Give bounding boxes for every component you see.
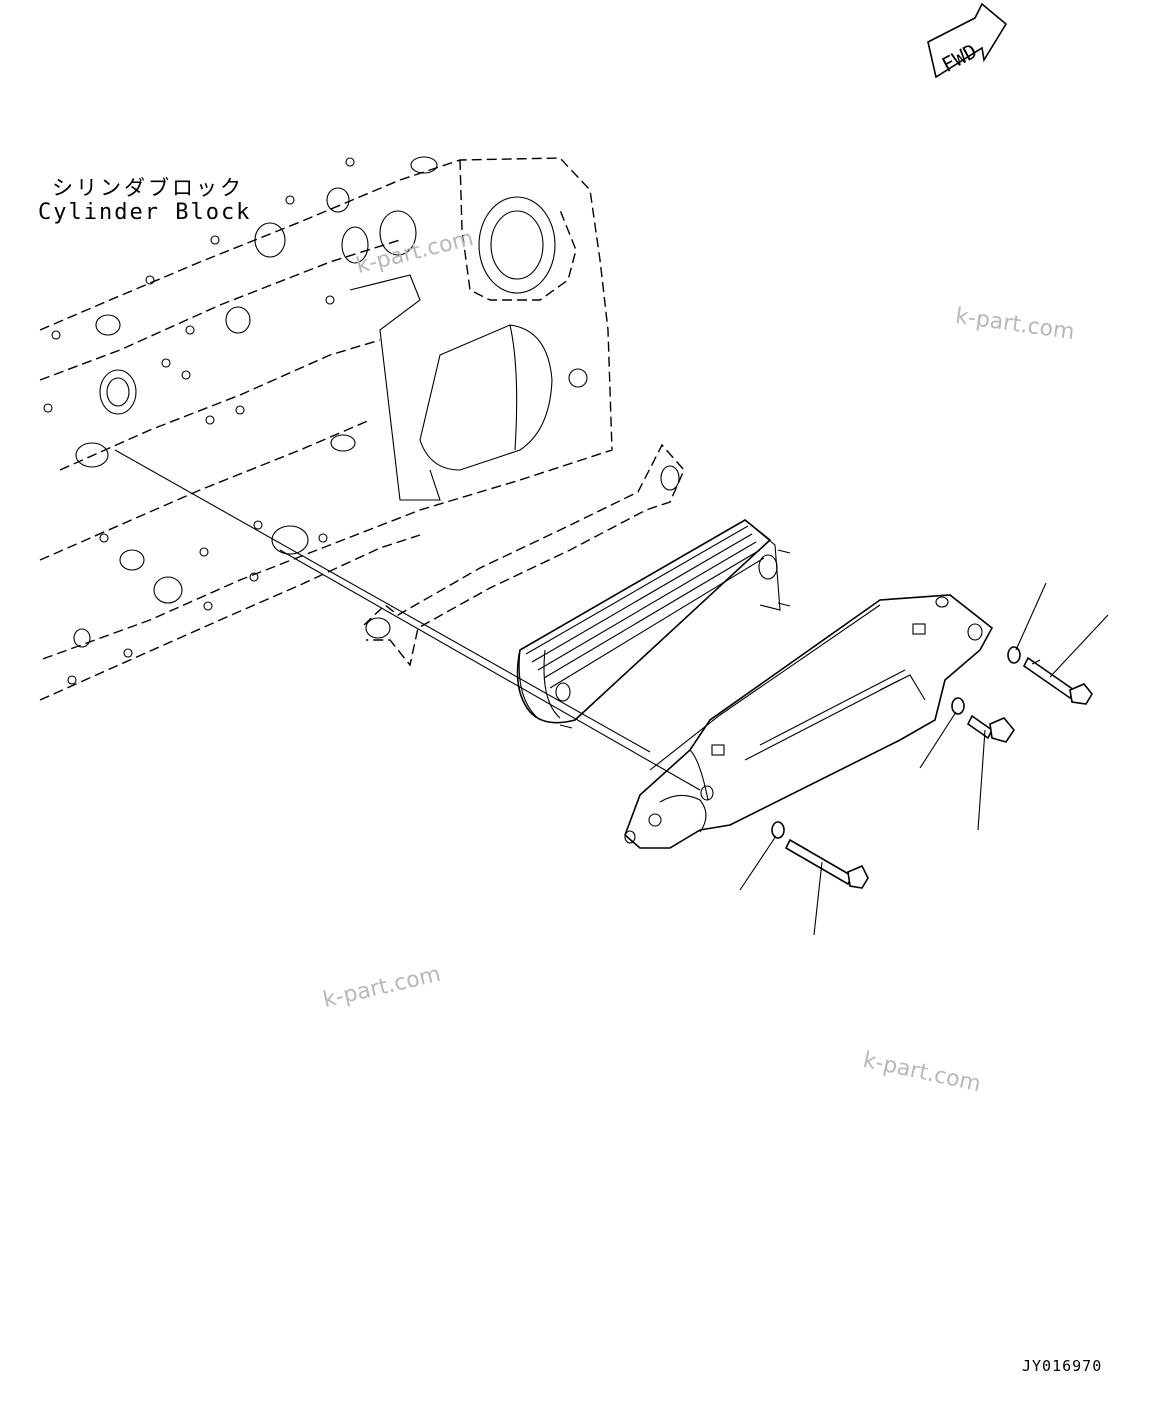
washer bbox=[739, 821, 785, 891]
oil-cooler-element bbox=[516, 519, 791, 729]
cylinder-block-label-jp: シリンダブロック bbox=[52, 176, 244, 200]
cylinder-block-label-en: Cylinder Block bbox=[38, 200, 252, 225]
bolt bbox=[784, 838, 869, 936]
gasket bbox=[363, 443, 685, 667]
bolt bbox=[966, 714, 1015, 831]
bolt bbox=[1022, 614, 1109, 705]
assembly-line bbox=[279, 549, 701, 791]
washer bbox=[919, 697, 965, 769]
oil-cooler-cover bbox=[624, 594, 994, 849]
washer bbox=[1007, 582, 1047, 664]
drawing-code: JY016970 bbox=[1022, 1357, 1103, 1375]
cylinder-block bbox=[39, 156, 613, 701]
assembly-line bbox=[114, 449, 651, 753]
fwd-arrow-icon: FWD bbox=[927, 2, 1008, 79]
